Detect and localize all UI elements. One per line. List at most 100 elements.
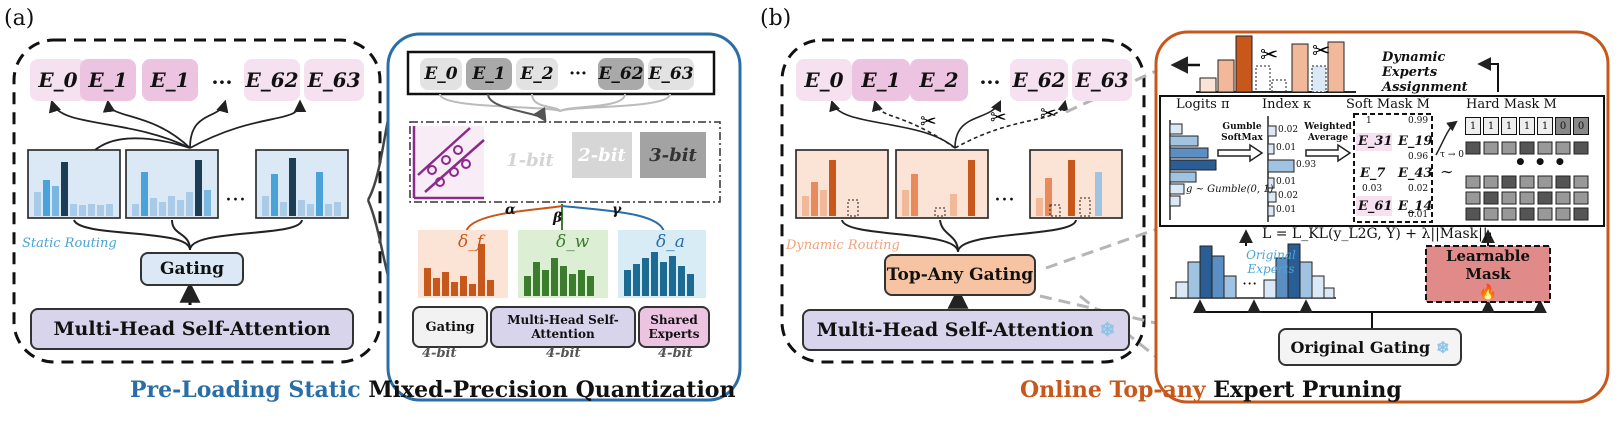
soft-mask-name-2: E_7	[1360, 166, 1386, 181]
expert-label: E_62	[1012, 68, 1066, 92]
box-label: Shared Experts	[648, 313, 700, 341]
frozen-icon: ❄	[1436, 337, 1450, 357]
hard-mask-cell	[1519, 175, 1535, 189]
hard-mask-cell	[1555, 141, 1571, 155]
expert-label: E_0	[804, 68, 844, 92]
original-gating-label: Original Gating	[1290, 337, 1431, 357]
detail-a-gating-box: Gating	[412, 306, 488, 348]
panel-a-expert-0: E_0	[30, 59, 86, 101]
top-any-gating-box: Top-Any Gating	[884, 254, 1036, 296]
detail-a-weight-tree	[465, 204, 665, 233]
panel-b-ellipsis: ···	[970, 62, 1010, 102]
detail-a-quant-icon	[412, 126, 485, 200]
index-value-2: 0.93	[1296, 160, 1317, 170]
gating-label: Gating	[159, 259, 225, 279]
weighted-average-label: Weighted Average	[1304, 122, 1352, 143]
hard-mask-cell	[1501, 191, 1517, 205]
hard-mask-cell	[1537, 141, 1553, 155]
soft-mask-val-3: 0.03	[1362, 184, 1383, 194]
hard-mask-cell	[1573, 175, 1589, 189]
panel-a-chart-ellipsis: ···	[225, 188, 246, 213]
expert-label: E_1	[150, 68, 190, 92]
tau-label: τ → 0	[1440, 150, 1464, 160]
box-label: Gating	[425, 319, 475, 335]
panel-a-caption: Pre-Loading Static Mixed-Precision Quant…	[130, 377, 735, 403]
detail-a-mhsa-box: Multi-Head Self-Attention	[490, 306, 636, 348]
panel-b-expert-62: E_62	[1010, 59, 1068, 101]
panel-a-label: (a)	[4, 6, 35, 31]
panel-b-expert-1: E_1	[852, 59, 910, 101]
panel-a-expert-63: E_63	[304, 59, 364, 101]
tilde-icon: ∼	[1440, 162, 1454, 181]
panel-b-routing-charts	[795, 149, 1123, 219]
panel-a-ellipsis: ···	[202, 62, 242, 102]
soft-mask-val-5: 0.01	[1408, 210, 1429, 220]
static-routing-label: Static Routing	[22, 236, 117, 251]
panel-b-expert-2: E_2	[910, 59, 968, 101]
hard-mask-cell	[1519, 207, 1535, 221]
gating-label: Top-Any Gating	[886, 265, 1034, 285]
svg-text:✂: ✂	[1040, 101, 1057, 125]
panel-a-expert-2: E_1	[142, 59, 198, 101]
learnable-mask-box	[1425, 245, 1551, 303]
panel-a-gating-curves	[73, 219, 303, 251]
soft-mask-name-5: E_14	[1398, 199, 1433, 214]
caption-rest: Mixed-Precision Quantization	[360, 377, 736, 403]
learnable-mask-text: Learnable Mask🔥	[1426, 246, 1550, 302]
hard-mask-bit: 0	[1573, 117, 1589, 135]
soft-mask-val-1: 0.99	[1408, 116, 1429, 126]
detail-a-expert-2: E_2	[516, 58, 558, 90]
original-experts-label: Original Experts	[1246, 248, 1296, 276]
col-header-index: Index κ	[1262, 97, 1312, 112]
hard-mask-cell	[1465, 207, 1481, 221]
expert-label: E_1	[472, 64, 506, 84]
detail-b-original-experts-hist	[1170, 243, 1336, 299]
hard-mask-cell	[1501, 175, 1517, 189]
bit-2-label: 2-bit	[578, 144, 626, 166]
index-value-3: 0.01	[1276, 177, 1297, 187]
ellipsis-text: ···	[211, 70, 233, 94]
detail-a-mhsa-bit: 4-bit	[546, 346, 581, 361]
detail-b-gumble-arrow	[1217, 143, 1264, 163]
detail-a-bit-frame	[409, 121, 721, 203]
panel-a-routing-charts	[27, 149, 349, 219]
hard-mask-bit: 1	[1483, 117, 1499, 135]
expert-label: E_1	[861, 68, 901, 92]
hard-mask-cell	[1483, 207, 1499, 221]
detail-a-expert-1: E_1	[466, 58, 512, 90]
panel-a-expert-1: E_1	[80, 59, 136, 101]
expert-label: E_0	[424, 64, 458, 84]
soft-mask-name-0: E_31	[1358, 134, 1393, 149]
expert-label: E_63	[307, 68, 361, 92]
hard-mask-bit: 1	[1501, 117, 1517, 135]
dynamic-routing-label: Dynamic Routing	[786, 238, 900, 253]
hard-mask-bit: 1	[1465, 117, 1481, 135]
bit-3-label: 3-bit	[649, 144, 697, 166]
hard-mask-cell	[1555, 207, 1571, 221]
detail-b-assign-right-arrow	[1477, 57, 1499, 92]
weight-gamma: γ	[612, 202, 622, 218]
detail-a-expert-link-dark	[487, 93, 547, 123]
hard-mask-cell	[1465, 175, 1481, 189]
detail-b-index-bars	[1267, 116, 1295, 222]
bit-2-box	[572, 132, 632, 178]
mhsa-label: Multi-Head Self-Attention	[816, 319, 1094, 341]
col-header-logits: Logits π	[1176, 97, 1230, 112]
hard-mask-cell	[1465, 141, 1481, 155]
index-value-5: 0.01	[1276, 205, 1297, 215]
detail-a-expert-62: E_62	[598, 58, 644, 90]
detail-a-expert-0: E_0	[420, 58, 462, 90]
hard-mask-cell	[1537, 207, 1553, 221]
gating-box: Gating	[140, 252, 244, 286]
panel-b-chart-ellipsis: ···	[994, 188, 1015, 213]
detail-a-shared-experts-box: Shared Experts	[638, 306, 710, 348]
ellipsis-text: ···	[979, 70, 1001, 94]
index-value-1: 0.01	[1276, 143, 1297, 153]
col-header-soft-mask: Soft Mask M̃	[1346, 97, 1430, 112]
caption-rest: Expert Pruning	[1205, 377, 1402, 403]
detail-a-ellipsis: ···	[560, 58, 596, 90]
hard-mask-cell	[1573, 141, 1589, 155]
panel-b-dashed-frame	[780, 38, 1146, 364]
col-header-hard-mask: Hard Mask M	[1466, 97, 1557, 112]
hard-mask-cell	[1465, 191, 1481, 205]
